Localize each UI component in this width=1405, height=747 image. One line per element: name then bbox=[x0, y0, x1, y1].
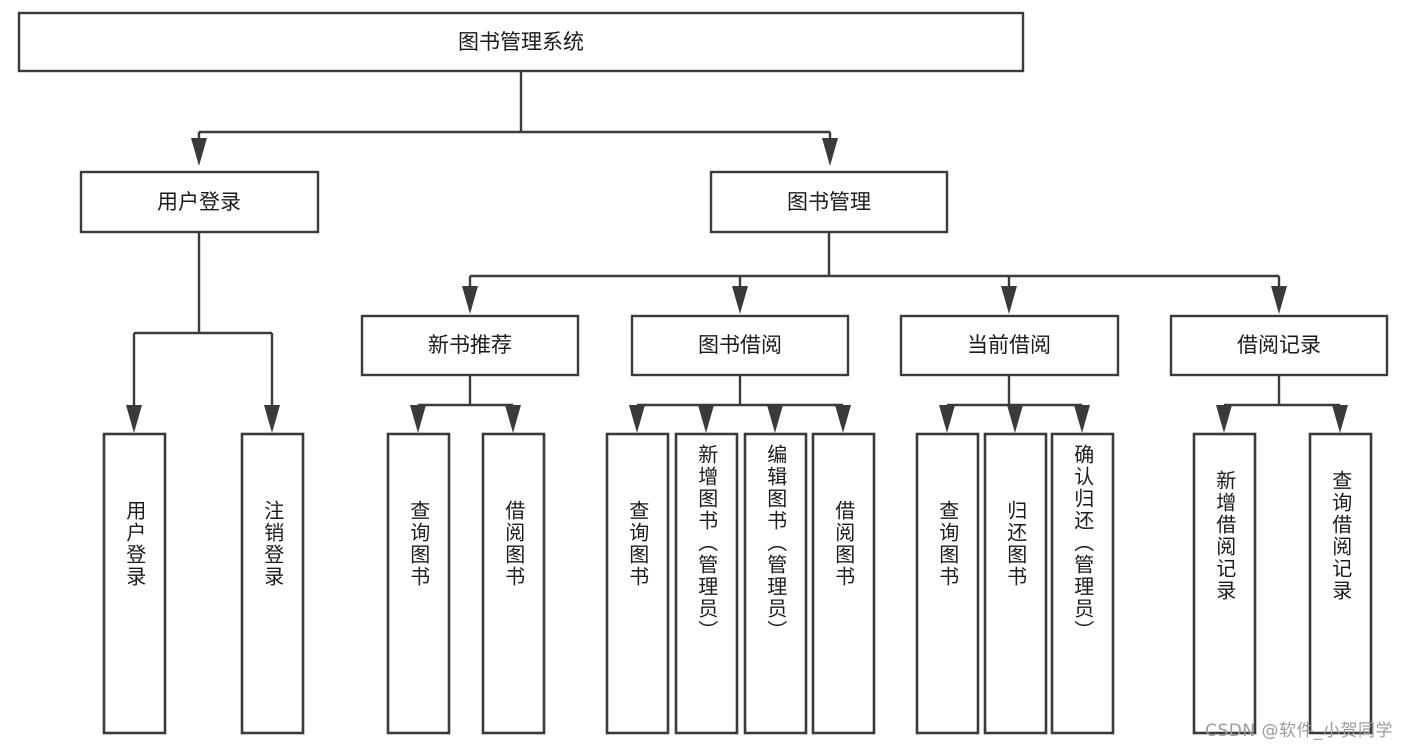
arrow-leaf bbox=[1216, 405, 1232, 433]
arrow-leaf bbox=[698, 405, 714, 433]
current-borrow-box bbox=[899, 314, 1120, 377]
book-manage-label: 图书管理 bbox=[787, 190, 871, 214]
arrow-to-current-borrow bbox=[1001, 286, 1017, 314]
arrow-leaf bbox=[767, 405, 783, 433]
node-root[interactable]: 图书管理系统 bbox=[17, 11, 1025, 73]
user-login-box bbox=[79, 170, 320, 234]
node-new-book-recommend[interactable]: 新书推荐 bbox=[360, 314, 580, 377]
borrow-record-label: 借阅记录 bbox=[1237, 333, 1321, 357]
leaf-box-current-borrow-2[interactable] bbox=[1050, 432, 1115, 735]
leaf-box-new-book-1[interactable] bbox=[481, 432, 546, 735]
current-borrow-label: 当前借阅 bbox=[967, 333, 1051, 357]
leaf-box-book-borrow-1[interactable] bbox=[674, 432, 739, 735]
connector-book-borrow-to-leaves bbox=[629, 375, 851, 433]
root-label: 图书管理系统 bbox=[458, 30, 584, 54]
leaf-box-current-borrow-1[interactable] bbox=[983, 432, 1048, 735]
arrow-leaf bbox=[939, 405, 955, 433]
connector-book-manage-to-level2 bbox=[462, 232, 1287, 314]
arrow-to-book-borrow bbox=[732, 286, 748, 314]
arrow-leaf bbox=[410, 405, 426, 433]
node-book-borrow[interactable]: 图书借阅 bbox=[630, 314, 850, 377]
new-book-recommend-label: 新书推荐 bbox=[428, 333, 512, 357]
arrow-leaf bbox=[835, 405, 851, 433]
arrow-leaf bbox=[1074, 405, 1090, 433]
arrow-to-borrow-record bbox=[1271, 286, 1287, 314]
arrow-leaf bbox=[264, 405, 280, 433]
connector-user-login-to-leaves bbox=[126, 232, 280, 433]
leaf-box-book-borrow-0[interactable] bbox=[605, 432, 670, 735]
node-current-borrow[interactable]: 当前借阅 bbox=[899, 314, 1120, 377]
leaf-box-borrow-record-1[interactable] bbox=[1308, 432, 1373, 735]
leaf-box-book-borrow-2[interactable] bbox=[743, 432, 808, 735]
arrow-leaf bbox=[126, 405, 142, 433]
arrow-leaf bbox=[1332, 405, 1348, 433]
book-borrow-label: 图书借阅 bbox=[698, 333, 782, 357]
csdn-watermark: CSDN @软件_小贺同学 bbox=[1205, 721, 1393, 741]
arrow-leaf bbox=[505, 405, 521, 433]
arrow-to-book-manage bbox=[822, 138, 838, 166]
leaf-box-book-borrow-3[interactable] bbox=[811, 432, 876, 735]
node-borrow-record[interactable]: 借阅记录 bbox=[1169, 314, 1389, 377]
connector-root-to-level1 bbox=[191, 71, 838, 166]
root-box bbox=[17, 11, 1025, 73]
leaf-box-borrow-record-0[interactable] bbox=[1192, 432, 1257, 735]
user-login-label: 用户登录 bbox=[157, 190, 241, 214]
leaf-box-new-book-0[interactable] bbox=[386, 432, 451, 735]
node-book-manage[interactable]: 图书管理 bbox=[709, 170, 949, 234]
connector-new-book-to-leaves bbox=[410, 375, 521, 433]
arrow-leaf bbox=[1007, 405, 1023, 433]
leaf-box-user-login-1[interactable] bbox=[240, 432, 305, 735]
connector-current-borrow-to-leaves bbox=[939, 375, 1090, 433]
arrow-leaf bbox=[629, 405, 645, 433]
leaf-box-current-borrow-0[interactable] bbox=[915, 432, 980, 735]
leaf-box-user-login-0[interactable] bbox=[102, 432, 167, 735]
arrow-to-new-book bbox=[462, 286, 478, 314]
node-user-login[interactable]: 用户登录 bbox=[79, 170, 320, 234]
new-book-recommend-box bbox=[360, 314, 580, 377]
connector-borrow-record-to-leaves bbox=[1216, 375, 1348, 433]
arrow-to-user-login bbox=[191, 138, 207, 166]
